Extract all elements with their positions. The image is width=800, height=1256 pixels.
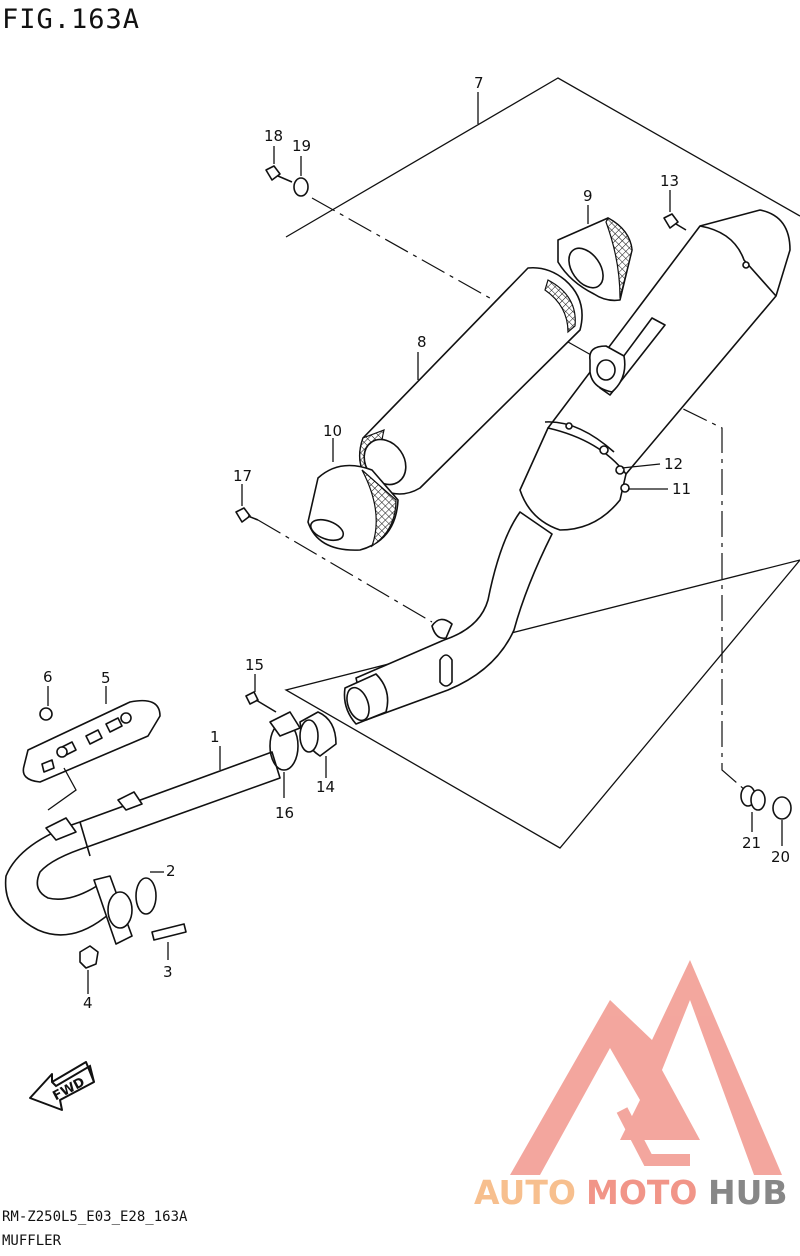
callout-10: 10 — [323, 422, 342, 440]
inner-end-piece — [307, 438, 399, 551]
callout-21: 21 — [742, 834, 761, 852]
flange-nut — [79, 945, 99, 994]
callout-3: 3 — [163, 963, 173, 981]
callout-1: 1 — [210, 728, 220, 746]
stud-bolt — [151, 923, 187, 960]
protector-bolt — [39, 686, 53, 721]
callout-16: 16 — [275, 804, 294, 822]
silencer-body — [359, 266, 583, 495]
callout-15: 15 — [245, 656, 264, 674]
figure-code: RM-Z250L5_E03_E28_163A — [2, 1209, 188, 1225]
callout-12: 12 — [664, 455, 683, 473]
callout-8: 8 — [417, 333, 427, 351]
callout-5: 5 — [101, 669, 111, 687]
clamp-bolt — [245, 674, 277, 713]
mount-bolt-17 — [235, 484, 259, 523]
exhaust-header-pipe — [4, 746, 281, 945]
forward-arrow-icon: FWD — [29, 1061, 95, 1111]
heat-protector — [22, 686, 161, 811]
grommet-21 — [740, 785, 766, 832]
callout-4: 4 — [83, 994, 93, 1012]
muffler-main-body — [519, 209, 791, 531]
watermark-moto: MOTO — [586, 1173, 697, 1212]
muffler-assembly-outline — [284, 77, 800, 849]
end-cap — [557, 205, 633, 302]
washer-19 — [293, 156, 309, 197]
callout-6: 6 — [43, 668, 53, 686]
callout-2: 2 — [166, 862, 176, 880]
callout-18: 18 — [264, 127, 283, 145]
callout-11: 11 — [672, 480, 691, 498]
watermark-logo: AUTO MOTO HUB — [474, 960, 788, 1212]
pipe-clamp — [269, 711, 301, 798]
callout-leaders — [621, 463, 668, 490]
mount-bolt-13 — [663, 190, 687, 231]
gasket — [135, 871, 164, 915]
mount-bolt-18 — [265, 146, 293, 183]
callout-13: 13 — [660, 172, 679, 190]
callout-14: 14 — [316, 778, 335, 796]
callout-20: 20 — [771, 848, 790, 866]
callout-9: 9 — [583, 187, 593, 205]
figure-name: MUFFLER — [2, 1233, 62, 1249]
callout-19: 19 — [292, 137, 311, 155]
callout-17: 17 — [233, 467, 252, 485]
muffler-inlet-pipe — [343, 511, 553, 725]
callout-7: 7 — [474, 74, 484, 92]
watermark-hub: HUB — [708, 1173, 788, 1212]
washer-20 — [772, 796, 792, 846]
figure-title: FIG.163A — [2, 4, 141, 35]
watermark-logo-shape — [510, 960, 782, 1175]
connector-sleeve — [299, 711, 337, 778]
watermark-auto: AUTO — [474, 1173, 576, 1212]
